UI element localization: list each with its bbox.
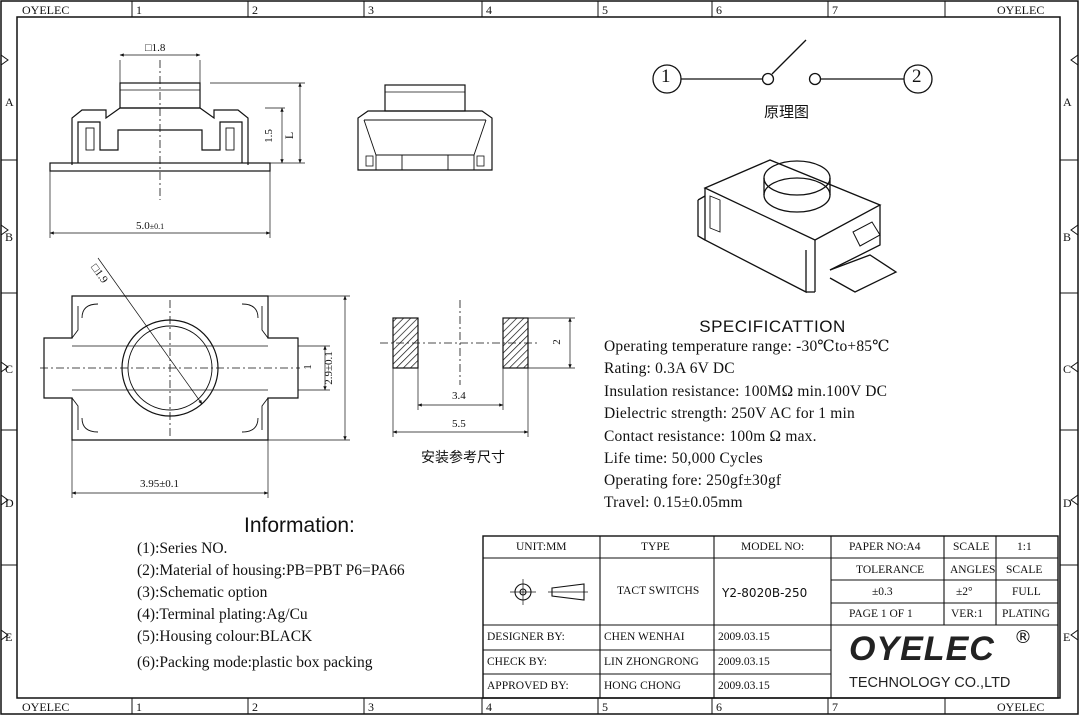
tb-designer-date: 2009.03.15	[718, 631, 770, 643]
zone-col-3: 3	[368, 3, 374, 17]
info-series: (1):Series NO.	[137, 540, 228, 557]
tb-paper: PAPER NO:A4	[849, 541, 921, 553]
zone-col-4: 4	[486, 3, 492, 17]
zone-col-1: 1	[136, 3, 142, 17]
corner-label-top-left: OYELEC	[22, 3, 70, 17]
zone-col-3-bottom: 3	[368, 700, 374, 714]
spec-operating-force: Operating fore: 250gf±30gf	[604, 472, 782, 489]
tb-model-value: Y2-8020B-250	[722, 586, 808, 600]
schematic-caption: 原理图	[764, 103, 810, 121]
spec-life-time: Life time: 50,000 Cycles	[604, 450, 763, 467]
zone-col-7-bottom: 7	[832, 700, 838, 714]
tb-check-date: 2009.03.15	[718, 656, 770, 668]
side-view-drawing	[357, 84, 493, 171]
registered-mark: ®	[1014, 627, 1032, 648]
zone-row-e-right: E	[1063, 630, 1071, 644]
tb-ver: VER:1	[951, 608, 983, 620]
tb-angles-label: ANGLES	[950, 564, 996, 576]
zone-col-5: 5	[602, 3, 608, 17]
top-view-drawing	[40, 257, 350, 498]
tb-full: FULL	[1012, 586, 1041, 598]
dim-pad-2: 2	[550, 339, 563, 345]
spec-contact-resistance: Contact resistance: 100m Ω max.	[604, 428, 817, 445]
information-title: Information:	[244, 514, 355, 537]
spec-rating: Rating: 0.3A 6V DC	[604, 360, 735, 377]
dim-span-5-5: 5.5	[452, 418, 466, 430]
tb-approved-name: HONG CHONG	[604, 680, 681, 692]
tb-check-name: LIN ZHONGRONG	[604, 656, 699, 668]
company-logo: OYELEC	[849, 630, 995, 668]
dim-pitch-3-4: 3.4	[452, 390, 466, 402]
spec-dielectric: Dielectric strength: 250V AC for 1 min	[604, 405, 855, 422]
zone-col-2-bottom: 2	[252, 700, 258, 714]
zone-col-5-bottom: 5	[602, 700, 608, 714]
zone-row-a-right: A	[1063, 95, 1072, 109]
mounting-footprint-drawing	[380, 300, 575, 437]
spec-insulation: Insulation resistance: 100MΩ min.100V DC	[604, 383, 888, 400]
specification-title: SPECIFICATTION	[699, 317, 846, 336]
tb-type-value: TACT SWITCHS	[617, 585, 700, 597]
tb-angles-value: ±2°	[956, 586, 973, 598]
schematic-drawing	[652, 39, 933, 94]
dim-terminal-1: 1	[301, 364, 314, 370]
zone-row-d-right: D	[1063, 496, 1072, 510]
front-view-drawing	[49, 53, 305, 238]
terminal-1-label: 1	[661, 66, 671, 87]
zone-row-e: E	[5, 630, 13, 644]
zone-row-b-right: B	[1063, 230, 1072, 244]
company-name: TECHNOLOGY CO.,LTD	[849, 675, 1011, 691]
dim-length-5-0-value: 5.0	[136, 220, 150, 232]
spec-travel: Travel: 0.15±0.05mm	[604, 494, 743, 511]
zone-col-2: 2	[252, 3, 258, 17]
dim-height-1-5: 1.5	[262, 129, 275, 143]
dim-width-2-9: 2.9±0.1	[322, 351, 335, 385]
tb-scale-value: 1:1	[1017, 541, 1032, 553]
zone-col-1-bottom: 1	[136, 700, 142, 714]
zone-col-7: 7	[832, 3, 838, 17]
zone-col-4-bottom: 4	[486, 700, 492, 714]
dim-height-L: L	[282, 131, 297, 140]
corner-label-bottom-right: OYELEC	[997, 700, 1045, 714]
info-packing-mode: (6):Packing mode:plastic box packing	[137, 654, 373, 671]
zone-row-b: B	[5, 230, 14, 244]
projection-symbol-icon	[510, 579, 588, 605]
zone-col-6: 6	[716, 3, 722, 17]
tb-tolerance-value: ±0.3	[872, 586, 893, 598]
tb-unit: UNIT:MM	[516, 541, 567, 553]
spec-temperature: Operating temperature range: -30℃to+85℃	[604, 338, 890, 355]
zone-row-d: D	[5, 496, 14, 510]
isometric-view-drawing	[697, 159, 898, 294]
tb-page: PAGE 1 OF 1	[849, 608, 913, 620]
dim-length-5-0-tol: ±0.1	[149, 222, 165, 231]
corner-label-top-right: OYELEC	[997, 3, 1045, 17]
info-housing-material: (2):Material of housing:PB=PBT P6=PA66	[137, 562, 405, 579]
info-schematic-option: (3):Schematic option	[137, 584, 268, 601]
zone-row-a: A	[5, 95, 14, 109]
info-terminal-plating: (4):Terminal plating:Ag/Cu	[137, 606, 308, 623]
dim-button-width: □1.8	[145, 42, 166, 54]
corner-label-bottom-left: OYELEC	[22, 700, 70, 714]
zone-row-c: C	[5, 362, 14, 376]
tb-plating: PLATING	[1002, 608, 1050, 620]
dim-length-3-95: 3.95±0.1	[140, 478, 180, 490]
dim-length-5-0: 5.0±0.1	[136, 220, 164, 232]
tb-type-label: TYPE	[641, 541, 670, 553]
tb-designer-label: DESIGNER BY:	[487, 631, 565, 643]
terminal-2-label: 2	[912, 66, 922, 87]
tb-check-label: CHECK BY:	[487, 656, 547, 668]
mount-reference-caption: 安装参考尺寸	[421, 450, 505, 466]
tb-tolerance-label: TOLERANCE	[856, 564, 925, 576]
tb-model-label: MODEL NO:	[741, 541, 805, 553]
zone-col-6-bottom: 6	[716, 700, 722, 714]
title-block-grid	[482, 535, 1059, 699]
tb-approved-date: 2009.03.15	[718, 680, 770, 692]
info-housing-colour: (5):Housing colour:BLACK	[137, 628, 313, 645]
tb-scale-label-2: SCALE	[1006, 564, 1043, 576]
tb-scale-label: SCALE	[953, 541, 990, 553]
zone-row-c-right: C	[1063, 362, 1072, 376]
tb-designer-name: CHEN WENHAI	[604, 631, 685, 643]
tb-approved-label: APPROVED BY:	[487, 680, 569, 692]
